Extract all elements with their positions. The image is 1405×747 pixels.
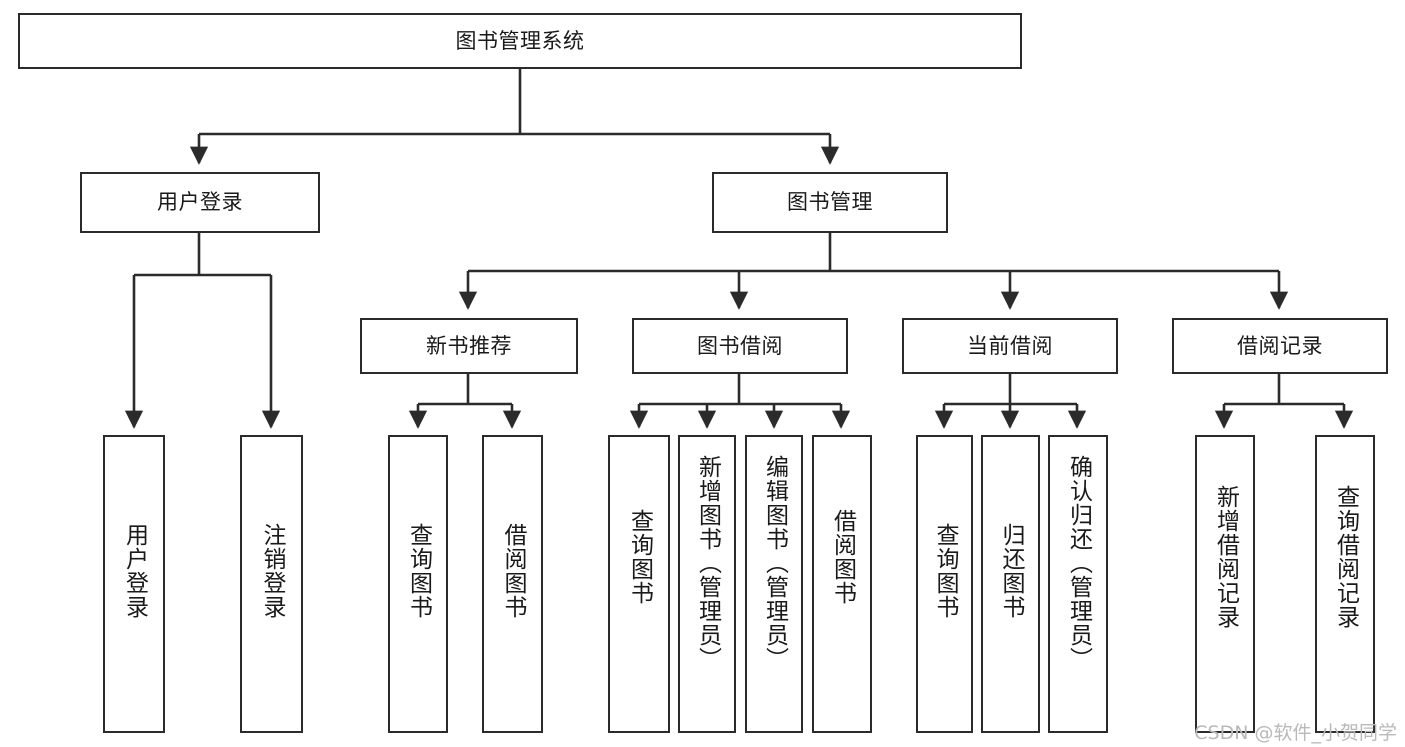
node-current-borrow[interactable]: 当前借阅 (902, 318, 1118, 374)
node-leaf-query-book-current-label: 查询图书 (932, 523, 958, 619)
node-leaf-borrow-book-newbook[interactable]: 借阅图书 (482, 435, 543, 733)
node-leaf-confirm-return-label: 确认归还（管理员） (1065, 455, 1092, 671)
node-leaf-return-book[interactable]: 归还图书 (981, 435, 1040, 733)
node-new-book-recommend-label: 新书推荐 (426, 333, 512, 358)
node-leaf-query-book-newbook-label: 查询图书 (405, 523, 432, 619)
node-leaf-add-book-label: 新增图书（管理员） (694, 455, 721, 671)
node-book-borrow[interactable]: 图书借阅 (632, 318, 848, 374)
node-leaf-query-book-newbook[interactable]: 查询图书 (388, 435, 448, 733)
node-leaf-query-borrow-record[interactable]: 查询借阅记录 (1315, 435, 1375, 733)
node-leaf-query-borrow-record-label: 查询借阅记录 (1332, 485, 1359, 629)
node-leaf-query-book-borrow-label: 查询图书 (626, 509, 653, 605)
node-borrow-record-label: 借阅记录 (1237, 333, 1323, 358)
node-leaf-user-login-label: 用户登录 (121, 523, 148, 619)
node-borrow-record[interactable]: 借阅记录 (1172, 318, 1388, 374)
node-leaf-add-borrow-record-label: 新增借阅记录 (1212, 485, 1239, 629)
node-leaf-add-borrow-record[interactable]: 新增借阅记录 (1195, 435, 1255, 733)
node-leaf-user-login[interactable]: 用户登录 (103, 435, 165, 733)
node-leaf-user-logout[interactable]: 注销登录 (240, 435, 303, 733)
node-leaf-query-book-borrow[interactable]: 查询图书 (608, 435, 670, 733)
node-book-borrow-label: 图书借阅 (697, 333, 783, 358)
node-leaf-return-book-label: 归还图书 (998, 523, 1024, 619)
node-current-borrow-label: 当前借阅 (967, 333, 1053, 358)
node-new-book-recommend[interactable]: 新书推荐 (360, 318, 578, 374)
node-leaf-confirm-return[interactable]: 确认归还（管理员） (1048, 435, 1108, 733)
node-leaf-edit-book[interactable]: 编辑图书（管理员） (745, 435, 803, 733)
node-leaf-edit-book-label: 编辑图书（管理员） (761, 455, 788, 671)
csdn-watermark: CSDN @软件_小贺同学 (1194, 722, 1397, 744)
node-user-login-label: 用户登录 (157, 190, 243, 215)
node-leaf-borrow-book-borrow[interactable]: 借阅图书 (812, 435, 872, 733)
node-book-manage-label: 图书管理 (787, 190, 873, 215)
node-leaf-query-book-current[interactable]: 查询图书 (916, 435, 973, 733)
node-leaf-borrow-book-newbook-label: 借阅图书 (500, 523, 526, 619)
node-book-manage[interactable]: 图书管理 (712, 172, 948, 233)
node-root-system[interactable]: 图书管理系统 (18, 13, 1022, 69)
node-leaf-borrow-book-borrow-label: 借阅图书 (829, 509, 856, 605)
node-leaf-add-book[interactable]: 新增图书（管理员） (678, 435, 736, 733)
node-root-system-label: 图书管理系统 (455, 28, 585, 53)
node-user-login[interactable]: 用户登录 (80, 172, 320, 233)
node-leaf-user-logout-label: 注销登录 (259, 523, 285, 619)
